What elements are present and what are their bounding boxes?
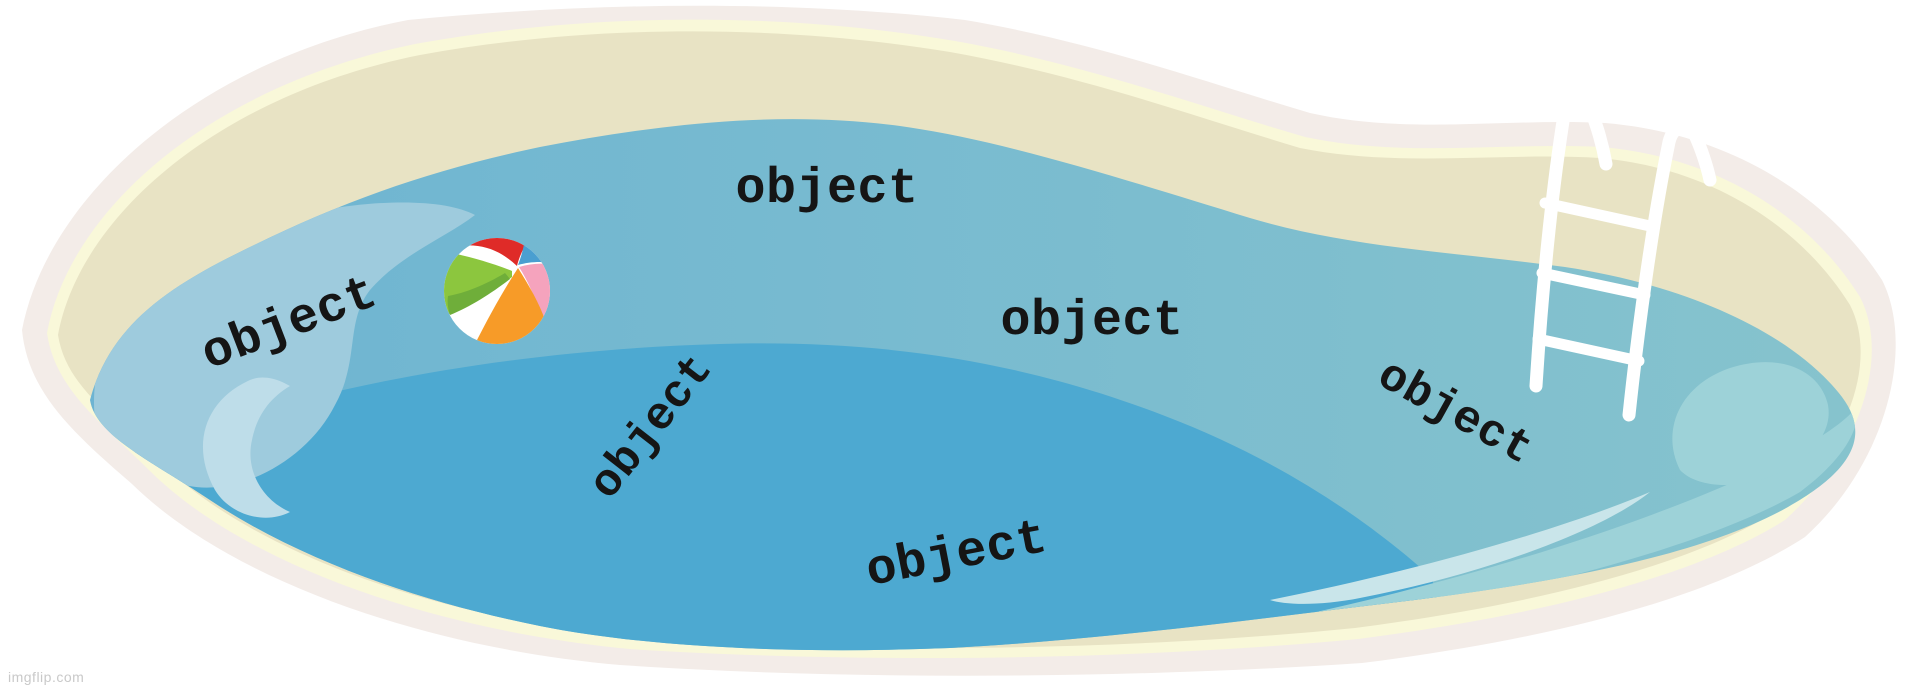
- object-label-middle-right: object: [1000, 293, 1184, 350]
- beach-ball-red-panel: [453, 238, 526, 266]
- water-reflection-curl: [202, 377, 290, 518]
- beach-ball-green-shade: [447, 273, 510, 315]
- object-label-top-center: object: [735, 161, 919, 218]
- ladder-left-rail: [1529, 92, 1613, 393]
- water-shallow-blob: [1672, 362, 1829, 486]
- water-shallow-band: [1160, 405, 1856, 643]
- pool-ladder-icon: [1529, 92, 1717, 422]
- ladder-rung: [1532, 333, 1645, 367]
- ladder-right-rail: [1622, 120, 1717, 422]
- ladder-rung: [1536, 267, 1651, 301]
- water-light-streak: [1270, 492, 1650, 604]
- ladder-rung: [1539, 197, 1656, 232]
- beach-ball-orange-panel: [474, 268, 545, 344]
- imgflip-watermark: imgflip.com: [8, 669, 85, 685]
